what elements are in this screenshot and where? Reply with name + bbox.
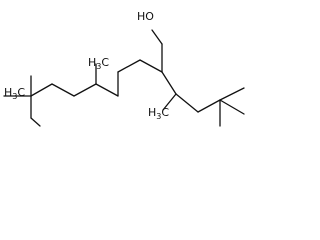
bond <box>51 83 75 97</box>
methyl-subscript: 3 <box>156 112 161 121</box>
structural-formula: HO H3C H3C H3C <box>3 10 245 127</box>
bond <box>175 93 199 113</box>
bond-skeleton <box>3 29 245 127</box>
methyl-subscript: 3 <box>96 62 101 71</box>
bond <box>219 99 245 115</box>
methyl-label-small: H3C <box>4 86 25 101</box>
methyl-c: C <box>101 56 109 69</box>
methyl-h: H <box>148 106 156 119</box>
bond <box>30 83 53 97</box>
methyl-h: H <box>88 56 96 69</box>
bond <box>30 117 41 127</box>
svg-text:H3C: H3C <box>148 106 169 121</box>
methyl-label-left: H3C <box>88 56 109 71</box>
bond <box>139 59 163 73</box>
bond <box>161 71 177 95</box>
bond <box>95 83 119 97</box>
svg-text:H3C: H3C <box>4 86 25 101</box>
hydroxyl-label: HO <box>137 10 154 23</box>
methyl-c: C <box>161 106 169 119</box>
bond <box>117 59 141 73</box>
methyl-subscript: 3 <box>12 92 17 101</box>
bond <box>73 83 97 97</box>
methyl-h: H <box>4 86 12 99</box>
svg-text:H3C: H3C <box>88 56 109 71</box>
methyl-c: C <box>17 86 25 99</box>
bond <box>151 29 163 45</box>
bond <box>219 87 245 101</box>
bond <box>162 93 177 111</box>
methyl-label-branch: H3C <box>148 106 169 121</box>
bond <box>197 99 221 113</box>
